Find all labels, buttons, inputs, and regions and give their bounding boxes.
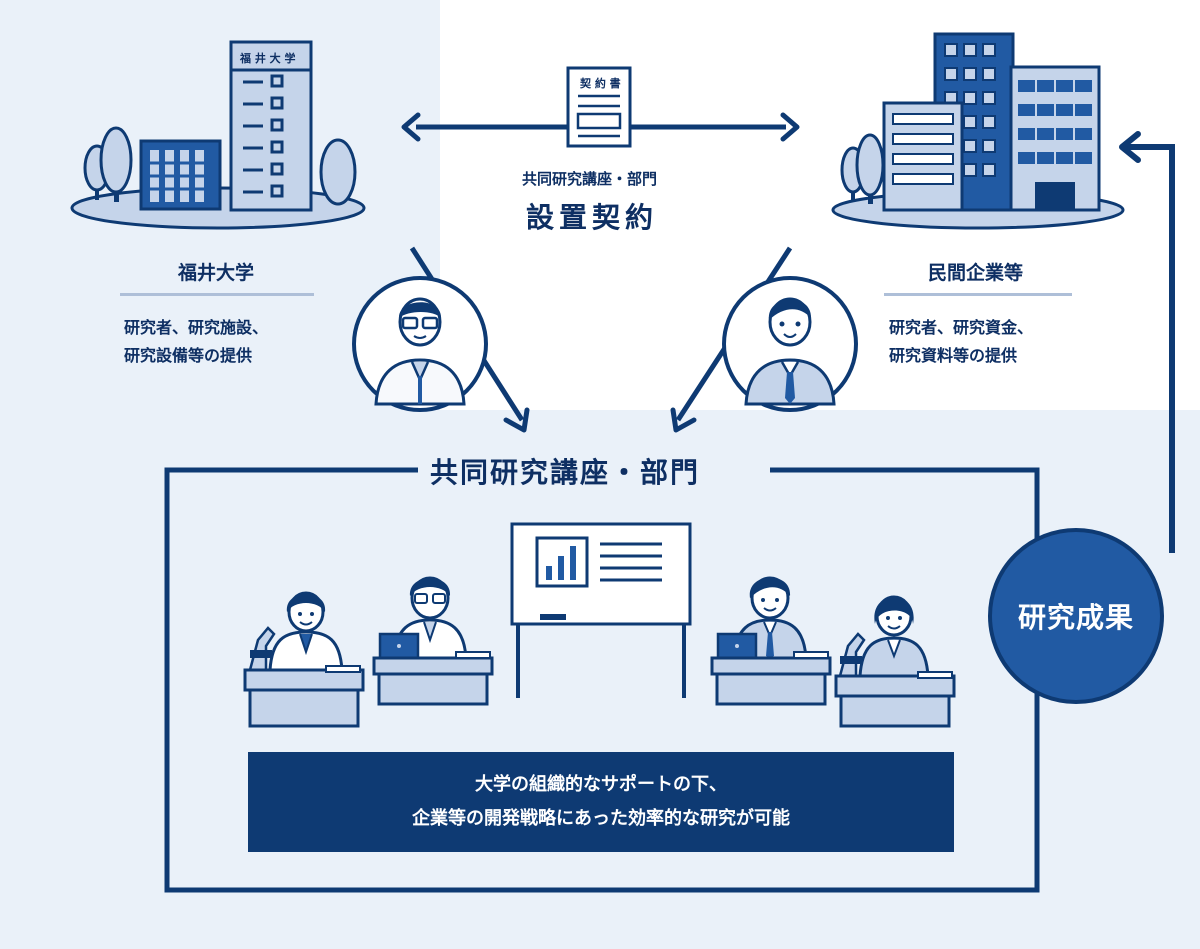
university-provides-line1: 研究者、研究施設、 — [124, 318, 269, 337]
researcher-with-microscope-icon — [248, 591, 344, 672]
tree-icon — [319, 138, 357, 206]
banner-line2: 企業等の開発戦略にあった効率的な研究が可能 — [412, 808, 790, 829]
contract-caption-large: 設置契約 — [526, 201, 659, 234]
company-divider — [884, 293, 1072, 296]
university-title: 福井大学 — [178, 262, 255, 284]
banner-line1: 大学の組織的なサポートの下、 — [475, 774, 727, 795]
university-researcher-icon — [352, 276, 488, 412]
researcher-with-laptop-icon — [378, 576, 468, 662]
businessman-with-laptop-icon — [716, 576, 808, 662]
contract-document-label: 契 約 書 — [580, 77, 621, 90]
joint-lab-benefit-banner: 大学の組織的なサポートの下、 企業等の開発戦略にあった効率的な研究が可能 — [248, 752, 954, 852]
company-provides-line2: 研究資料等の提供 — [889, 346, 1018, 365]
company-researcher-icon — [722, 276, 858, 412]
tree-icon — [840, 133, 885, 204]
university-building-sign: 福 井 大 学 — [240, 52, 296, 65]
university-provides-line2: 研究設備等の提供 — [124, 346, 253, 365]
tree-icon — [83, 126, 133, 202]
company-title: 民間企業等 — [928, 262, 1024, 284]
university-divider — [120, 293, 314, 296]
whiteboard-icon — [510, 522, 692, 698]
contract-caption-small: 共同研究講座・部門 — [522, 170, 658, 188]
university-illustration — [70, 40, 366, 230]
joint-lab-title: 共同研究講座・部門 — [418, 451, 713, 491]
company-illustration — [831, 32, 1125, 230]
research-result-label: 研究成果 — [1017, 601, 1134, 634]
contract-document-icon — [566, 66, 632, 148]
research-result-circle: 研究成果 — [988, 528, 1164, 704]
company-provides-line1: 研究者、研究資金、 — [889, 318, 1034, 337]
businesswoman-with-microscope-icon — [838, 595, 930, 678]
